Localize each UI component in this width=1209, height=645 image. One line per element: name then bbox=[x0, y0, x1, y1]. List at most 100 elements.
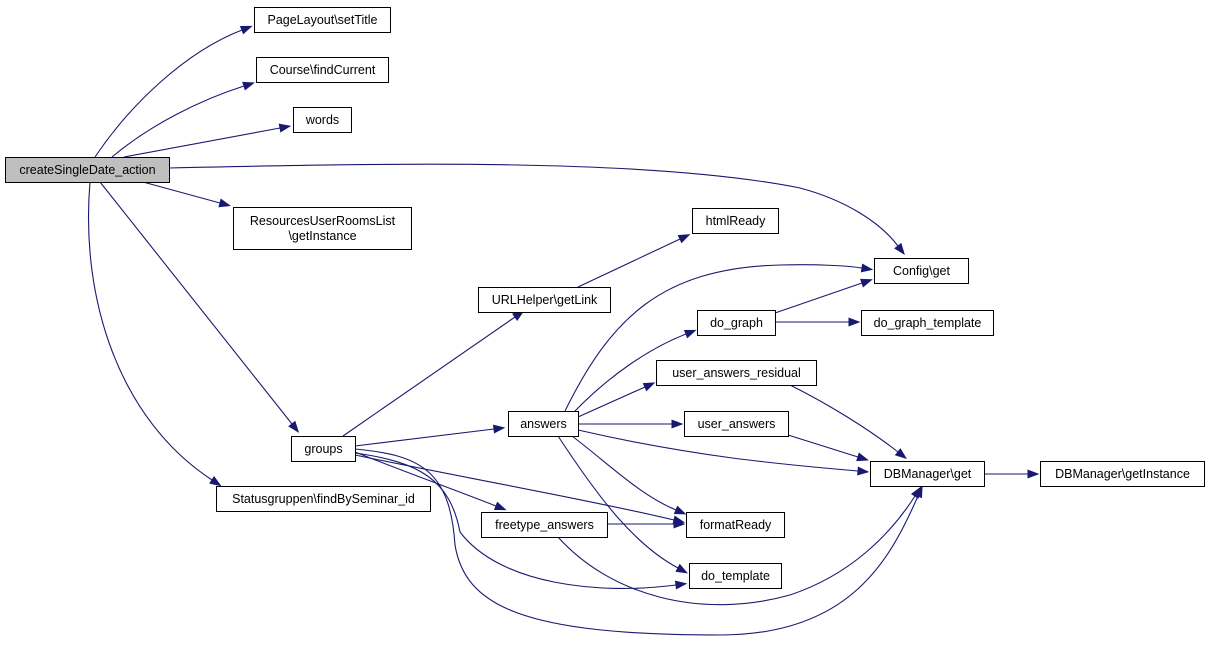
edge-answers-to-dbGet bbox=[577, 429, 859, 472]
edge-root-to-setTitle bbox=[94, 29, 243, 158]
node-doGraphTemplate[interactable]: do_graph_template bbox=[861, 310, 994, 336]
edge-answers-to-configGet bbox=[564, 264, 863, 412]
node-label: Statusgruppen\findBySeminar_id bbox=[232, 492, 415, 506]
node-box bbox=[233, 207, 412, 250]
edge-uaResidual-to-dbGet bbox=[789, 384, 899, 453]
edge-answers-to-formatReady-arrowhead bbox=[673, 505, 687, 515]
node-label: groups bbox=[304, 442, 342, 456]
node-label: freetype_answers bbox=[495, 518, 594, 532]
edge-answers-to-doGraph-arrowhead bbox=[683, 329, 697, 339]
node-label: Course\findCurrent bbox=[270, 63, 376, 77]
node-box bbox=[861, 310, 994, 336]
edge-root-to-configGet-arrowhead bbox=[894, 242, 905, 256]
node-label: htmlReady bbox=[706, 214, 766, 228]
node-label: do_template bbox=[701, 569, 770, 583]
edge-answers-to-userAnswers-arrowhead bbox=[671, 419, 684, 429]
edge-groups-to-getLink bbox=[342, 316, 516, 437]
edge-groups-to-freetype-arrowhead bbox=[493, 501, 507, 511]
node-label: user_answers_residual bbox=[672, 366, 801, 380]
node-dbGet[interactable]: DBManager\get bbox=[870, 461, 985, 487]
node-uaResidual[interactable]: user_answers_residual bbox=[656, 360, 817, 386]
node-label: formatReady bbox=[700, 518, 772, 532]
edge-groups-to-answers bbox=[354, 428, 495, 447]
node-freetype[interactable]: freetype_answers bbox=[481, 512, 608, 538]
node-root[interactable]: createSingleDate_action bbox=[5, 157, 170, 183]
edges-layer bbox=[87, 25, 1040, 636]
node-label: DBManager\getInstance bbox=[1055, 467, 1190, 481]
node-label: Config\get bbox=[893, 264, 951, 278]
edge-answers-to-formatReady bbox=[571, 435, 677, 511]
edge-answers-to-configGet-arrowhead bbox=[860, 263, 874, 273]
node-label: do_graph bbox=[710, 316, 763, 330]
node-setTitle[interactable]: PageLayout\setTitle bbox=[254, 7, 391, 33]
node-userAnswers[interactable]: user_answers bbox=[684, 411, 789, 437]
node-label: \getInstance bbox=[288, 229, 356, 243]
edge-root-to-findBySeminar bbox=[87, 181, 213, 481]
node-dbGetInstance[interactable]: DBManager\getInstance bbox=[1040, 461, 1205, 487]
node-box bbox=[478, 287, 611, 313]
node-box bbox=[692, 208, 779, 234]
edge-doGraph-to-configGet bbox=[774, 282, 863, 314]
node-resGetInstance[interactable]: ResourcesUserRoomsList\getInstance bbox=[233, 207, 412, 250]
edge-root-to-configGet bbox=[168, 163, 899, 247]
node-box bbox=[5, 157, 170, 183]
edge-root-to-setTitle-arrowhead bbox=[239, 25, 253, 35]
node-answers[interactable]: answers bbox=[508, 411, 579, 437]
node-label: answers bbox=[520, 417, 567, 431]
node-getLink[interactable]: URLHelper\getLink bbox=[478, 287, 611, 313]
node-groups[interactable]: groups bbox=[291, 436, 356, 462]
edge-freetype-to-formatReady-arrowhead bbox=[673, 519, 686, 529]
edge-doGraph-to-configGet-arrowhead bbox=[860, 278, 873, 288]
node-doGraph[interactable]: do_graph bbox=[697, 310, 776, 336]
edge-answers-to-uaResidual bbox=[577, 386, 646, 418]
node-htmlReady[interactable]: htmlReady bbox=[692, 208, 779, 234]
node-box bbox=[508, 411, 579, 437]
edge-root-to-findCurrent bbox=[111, 85, 245, 158]
node-box bbox=[874, 258, 969, 284]
edge-root-to-resGetInstance-arrowhead bbox=[218, 198, 232, 208]
node-words[interactable]: words bbox=[293, 107, 352, 133]
node-label: ResourcesUserRoomsList bbox=[250, 214, 396, 228]
node-formatReady[interactable]: formatReady bbox=[686, 512, 785, 538]
node-label: DBManager\get bbox=[884, 467, 972, 481]
edge-groups-to-answers-arrowhead bbox=[492, 424, 506, 434]
node-configGet[interactable]: Config\get bbox=[874, 258, 969, 284]
node-box bbox=[697, 310, 776, 336]
edge-freetype-to-dbGet-arrowhead bbox=[910, 486, 922, 499]
node-label: do_graph_template bbox=[874, 316, 982, 330]
edge-freetype-to-dbGet bbox=[557, 495, 916, 606]
node-box bbox=[689, 563, 782, 589]
node-findBySeminar[interactable]: Statusgruppen\findBySeminar_id bbox=[216, 486, 431, 512]
node-box bbox=[293, 107, 352, 133]
node-box bbox=[656, 360, 817, 386]
edge-root-to-findBySeminar-arrowhead bbox=[209, 475, 222, 487]
node-findCurrent[interactable]: Course\findCurrent bbox=[256, 57, 389, 83]
edge-groups-to-formatReady bbox=[354, 454, 675, 521]
edge-userAnswers-to-dbGet bbox=[787, 434, 859, 458]
edge-answers-to-doTemplate-arrowhead bbox=[675, 563, 689, 574]
edge-root-to-words-arrowhead bbox=[278, 123, 292, 133]
node-box bbox=[481, 512, 608, 538]
edge-answers-to-doTemplate bbox=[557, 435, 679, 569]
node-box bbox=[256, 57, 389, 83]
node-box bbox=[291, 436, 356, 462]
edge-groups-to-doTemplate bbox=[354, 452, 677, 589]
edge-root-to-words bbox=[123, 127, 281, 158]
nodes-layer: createSingleDate_action PageLayout\setTit… bbox=[5, 7, 1205, 589]
edge-groups-to-doTemplate-arrowhead bbox=[674, 580, 688, 590]
edge-dbGet-to-dbGetInstance-arrowhead bbox=[1027, 469, 1040, 479]
node-box bbox=[870, 461, 985, 487]
edge-doGraph-to-doGraphTemplate-arrowhead bbox=[848, 317, 861, 327]
edge-answers-to-dbGet-arrowhead bbox=[857, 466, 870, 476]
edge-groups-to-dbGet bbox=[354, 448, 919, 636]
node-box bbox=[686, 512, 785, 538]
edge-userAnswers-to-dbGet-arrowhead bbox=[856, 452, 869, 462]
node-label: URLHelper\getLink bbox=[492, 293, 598, 307]
node-box bbox=[684, 411, 789, 437]
node-label: PageLayout\setTitle bbox=[267, 13, 377, 27]
node-doTemplate[interactable]: do_template bbox=[689, 563, 782, 589]
edge-uaResidual-to-dbGet-arrowhead bbox=[894, 448, 907, 460]
edge-getLink-to-htmlReady-arrowhead bbox=[677, 234, 691, 244]
node-label: user_answers bbox=[698, 417, 776, 431]
